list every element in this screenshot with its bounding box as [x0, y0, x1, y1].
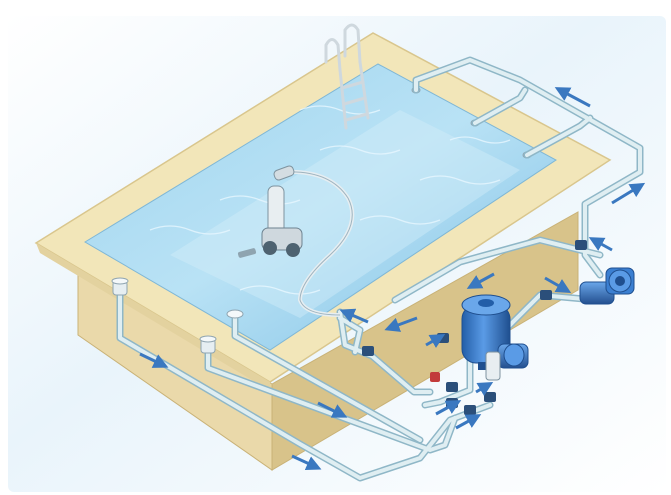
- pool-water: [84, 63, 557, 351]
- booster-pump-icon: [579, 267, 635, 305]
- flow-arrow-icon: [544, 276, 572, 293]
- flow-arrow-icon: [554, 87, 591, 108]
- pool-ladder-icon: [324, 23, 370, 130]
- flow-arrow-icon: [384, 316, 418, 332]
- flow-arrow-icon: [466, 272, 495, 289]
- flow-arrows: [139, 87, 646, 471]
- pipes: [116, 56, 644, 482]
- valve-icon: [575, 240, 587, 250]
- skimmer-icon: [111, 277, 129, 296]
- flow-arrow-icon: [588, 237, 613, 252]
- valve-icon: [540, 290, 552, 300]
- flow-arrow-icon: [139, 352, 169, 368]
- skimmer-icon: [199, 335, 217, 354]
- pool-rim-shadow: [36, 243, 272, 392]
- flow-arrow-icon: [317, 401, 348, 418]
- valve-icon: [464, 405, 476, 415]
- flow-arrow-icon: [611, 182, 646, 205]
- water-ripples: [149, 105, 511, 295]
- shallow-floor-highlight: [170, 110, 520, 318]
- valve-icon: [446, 382, 458, 392]
- valve-icon: [484, 392, 496, 402]
- circulation-pump-icon: [485, 343, 529, 381]
- robot-pool-cleaner-icon: [237, 165, 303, 258]
- flow-arrow-icon: [475, 381, 494, 397]
- pool-side-wall: [271, 211, 579, 471]
- valve-icon: [430, 372, 440, 382]
- flow-arrow-icon: [455, 414, 482, 430]
- valve-icon: [362, 346, 374, 356]
- flow-arrow-icon: [291, 454, 322, 471]
- pool-body: [34, 32, 612, 471]
- flow-arrow-icon: [435, 400, 462, 416]
- flow-arrow-icon: [339, 308, 369, 324]
- flow-arrow-icon: [425, 334, 446, 348]
- return-inlet-icon: [226, 309, 244, 319]
